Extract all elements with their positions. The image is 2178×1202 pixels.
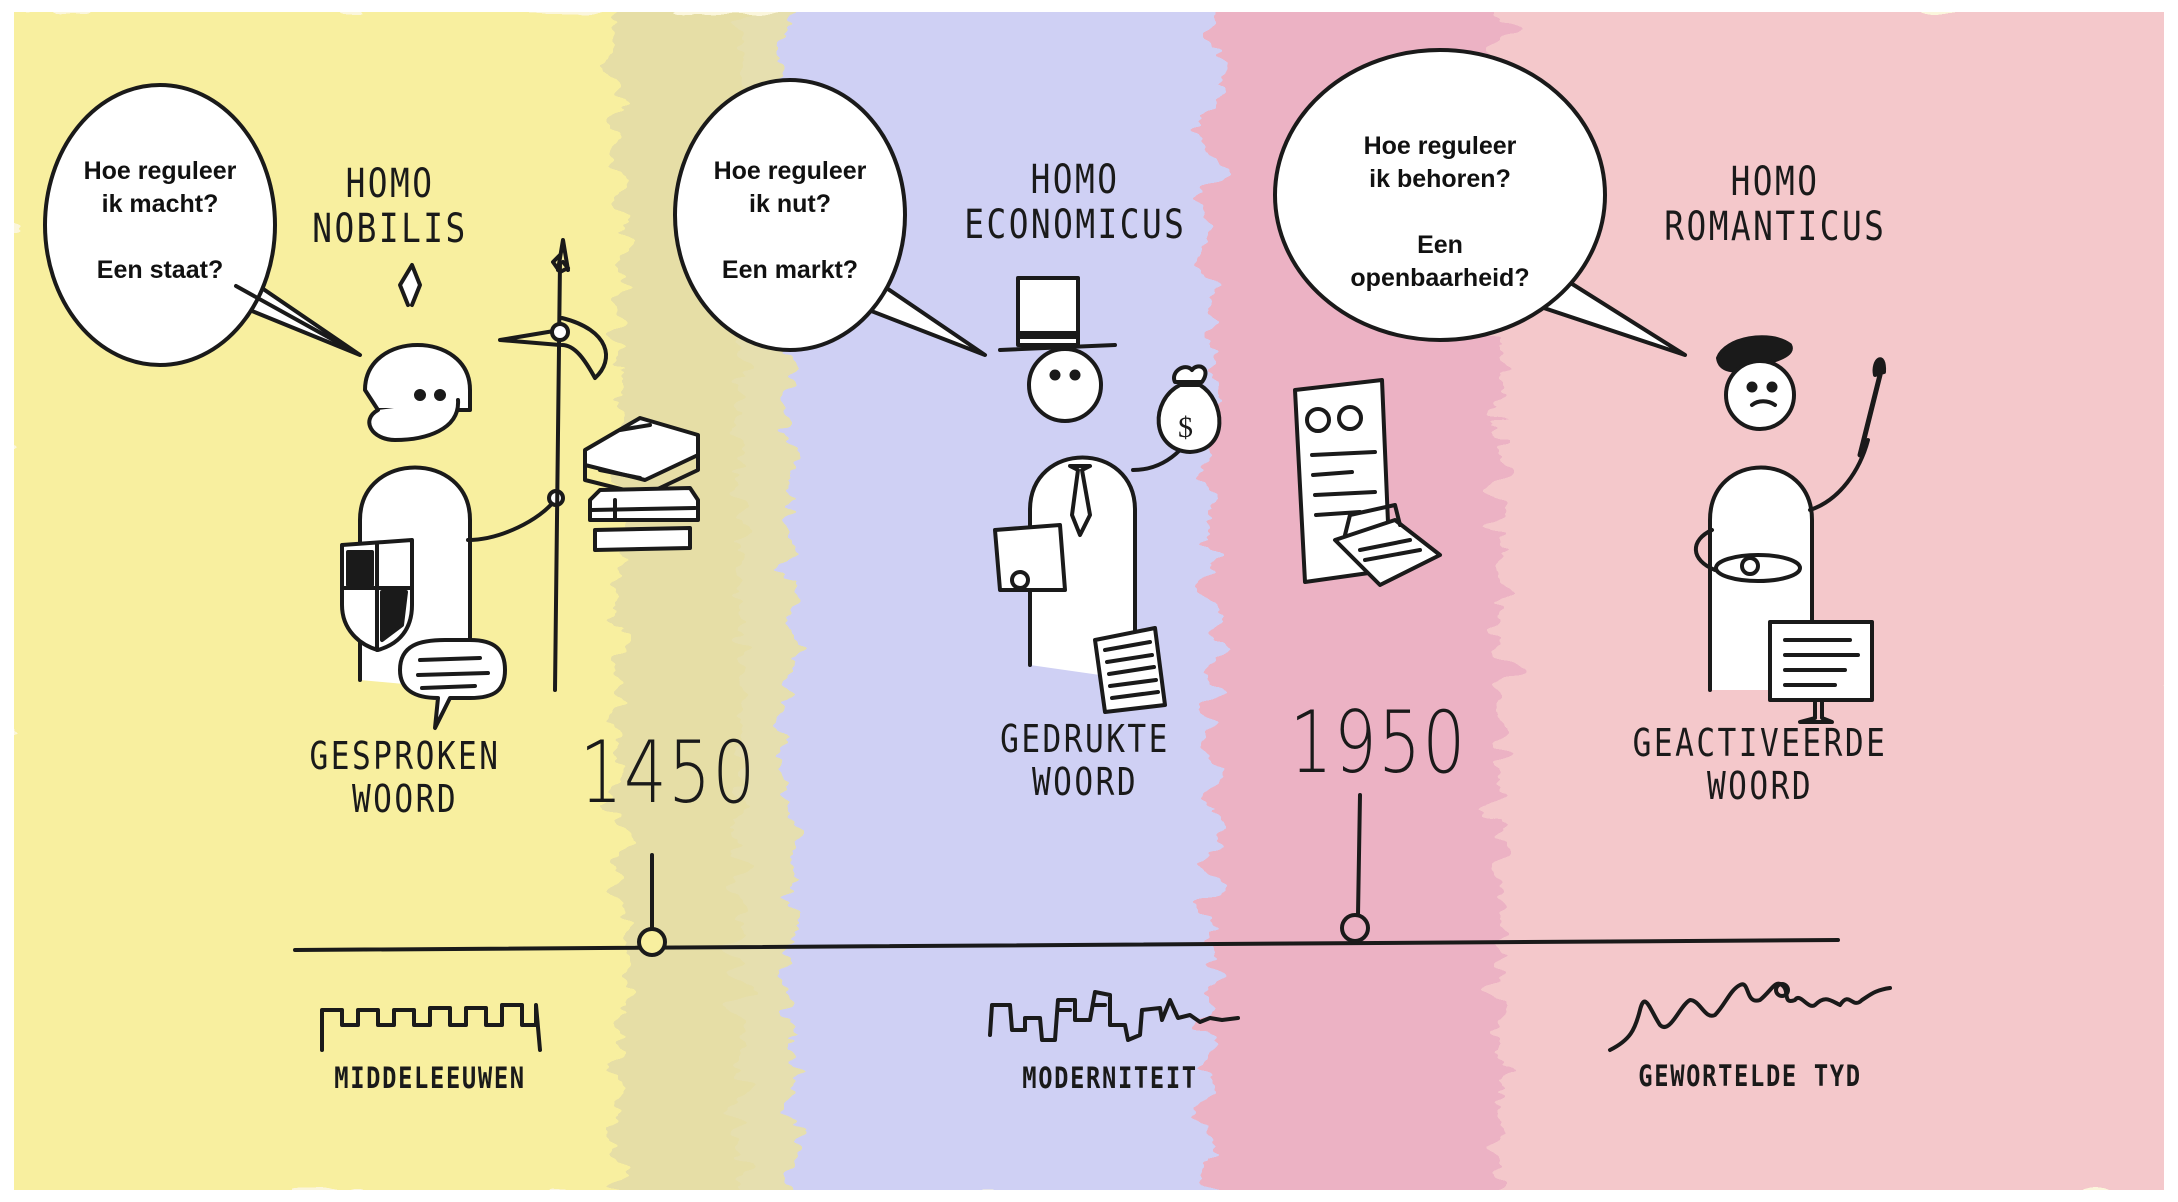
book-stack-icon — [583, 416, 700, 552]
pink-band — [1500, 0, 2178, 1202]
bubble-2-line-3: Een markt? — [721, 256, 859, 284]
year-1950: 1950 — [1289, 693, 1467, 793]
era-label-1: MIDDELEEUWEN — [334, 1061, 526, 1095]
halberd-icon — [498, 238, 609, 692]
computer-documents-icon — [1293, 378, 1442, 587]
bubble-text-1: Hoe reguleer ik macht? Een staat? — [55, 155, 265, 287]
medium-3-line-2: WOORD — [1706, 763, 1814, 808]
organic-landscape-icon — [1608, 981, 1892, 1052]
medium-label-3: GEACTIVEERDE WOORD — [1625, 722, 1896, 807]
bubble-1-line-2: ik macht? — [101, 190, 219, 218]
svg-text:$: $ — [1178, 411, 1193, 444]
year-1450: 1450 — [579, 723, 757, 823]
bubble-text-2: Hoe reguleer ik nut? Een markt? — [685, 155, 895, 287]
figure-3-title-line-1: HOMO — [1730, 159, 1820, 205]
newspaper-icon — [1093, 626, 1167, 714]
era-label-2: MODERNITEIT — [1022, 1061, 1198, 1095]
figure-2-title-line-1: HOMO — [1030, 157, 1120, 203]
city-skyline-icon — [988, 990, 1240, 1042]
medium-3-line-1: GEACTIVEERDE — [1632, 721, 1888, 765]
speech-bubble-3 — [1273, 48, 1687, 357]
figure-1-title-line-1: HOMO — [345, 161, 435, 207]
bubble-2-line-1: Hoe reguleer — [713, 157, 867, 185]
money-bag-icon: $ — [1156, 364, 1222, 454]
computer-monitor-icon — [1768, 620, 1874, 724]
shield-icon — [340, 538, 414, 652]
speech-bubble-2 — [673, 78, 987, 357]
timeline-axis — [293, 793, 1840, 957]
speech-bubble-1 — [43, 83, 362, 367]
bubble-text-3: Hoe reguleer ik behoren? Een openbaarhei… — [1310, 130, 1570, 295]
figure-1-title-line-2: NOBILIS — [312, 205, 468, 252]
bubble-3-line-2: ik behoren? — [1369, 165, 1511, 193]
bubble-3-line-4: openbaarheid? — [1350, 264, 1530, 292]
figure-title-3: HOMO ROMANTICUS — [1664, 160, 1885, 250]
figure-title-1: HOMO NOBILIS — [308, 162, 472, 252]
timeline-marker-1450 — [637, 927, 667, 957]
medium-1-line-1: GESPROKEN — [309, 734, 501, 778]
castle-wall-icon — [320, 1003, 542, 1052]
medium-2-line-1: GEDRUKTE — [1000, 717, 1170, 761]
figure-2-title-line-2: ECONOMICUS — [964, 201, 1187, 248]
medium-2-line-2: WOORD — [1031, 759, 1139, 804]
timeline-marker-1950 — [1340, 913, 1370, 943]
bubble-1-line-3: Een staat? — [96, 256, 224, 284]
bubble-1-line-1: Hoe reguleer — [83, 157, 237, 185]
medium-1-line-2: WOORD — [351, 776, 459, 821]
figure-3-title-line-2: ROMANTICUS — [1664, 203, 1887, 250]
bubble-2-line-2: ik nut? — [749, 190, 831, 218]
medium-label-1: GESPROKEN WOORD — [294, 735, 515, 820]
bubble-3-line-1: Hoe reguleer — [1363, 132, 1517, 160]
bubble-3-line-3: Een — [1417, 231, 1463, 259]
figure-title-2: HOMO ECONOMICUS — [964, 158, 1185, 248]
medium-label-2: GEDRUKTE WOORD — [983, 718, 1188, 803]
speech-bubble-icon — [398, 638, 507, 730]
top-hat-figure — [993, 276, 1182, 682]
era-label-3: GEWORTELDE TYD — [1638, 1059, 1862, 1093]
